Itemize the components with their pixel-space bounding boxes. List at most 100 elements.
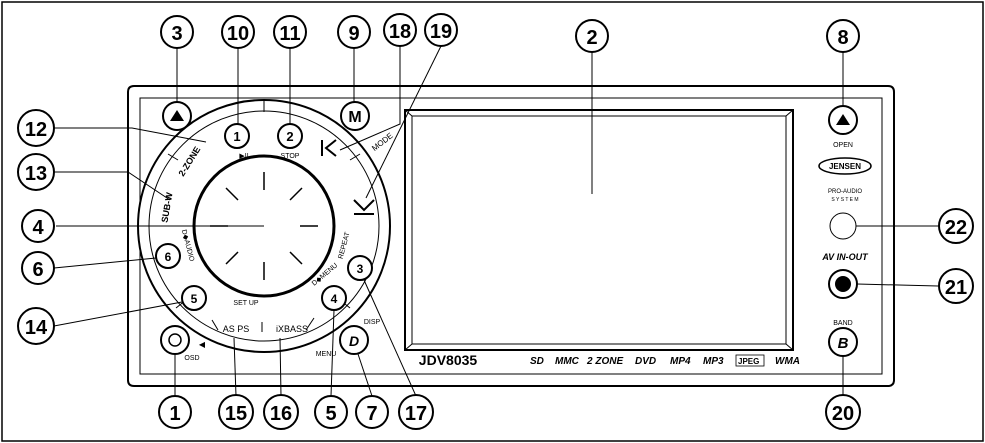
band-key-label: B [838, 335, 849, 352]
svg-text:7: 7 [366, 403, 377, 425]
callout-17: 17 [398, 394, 434, 430]
callout-20: 20 [825, 394, 861, 430]
osd-label: OSD [184, 355, 199, 362]
key-2-label: 2 [286, 129, 293, 144]
av-in-out-label: AV IN-OUT [821, 252, 869, 262]
mode-button[interactable] [340, 101, 370, 131]
ixbass-label: iXBASS [276, 324, 308, 334]
svg-text:1: 1 [169, 403, 180, 425]
callout-15: 15 [218, 394, 254, 430]
format-mp4: MP4 [670, 356, 691, 367]
key-1-play-pause[interactable] [224, 123, 250, 149]
disp-menu-button[interactable] [339, 325, 369, 355]
brand-label: JENSEN [829, 162, 861, 171]
band-label: BAND [833, 320, 852, 327]
faceplate-inner [139, 97, 883, 375]
callout-10: 10 [221, 15, 255, 49]
key-5-label: 5 [191, 292, 198, 306]
screen [404, 109, 794, 351]
format-dvd: DVD [635, 356, 656, 367]
svg-text:19: 19 [430, 21, 452, 43]
key-3-repeat[interactable] [347, 255, 373, 281]
format-mp3: MP3 [703, 356, 724, 367]
key-3-label: 3 [357, 262, 364, 276]
svg-text:13: 13 [25, 163, 47, 185]
leader-lines [53, 45, 939, 397]
svg-text:12: 12 [25, 119, 47, 141]
svg-text:5: 5 [325, 403, 336, 425]
svg-text:9: 9 [348, 23, 359, 45]
disp-icon: D [349, 333, 359, 349]
av-jack-hole [835, 276, 851, 292]
callout-6: 6 [21, 251, 55, 285]
callout-21: 21 [938, 268, 974, 304]
power-icon [168, 333, 182, 347]
jensen-logo [818, 157, 872, 175]
callout-19: 19 [424, 13, 458, 47]
mute-icon: ◀ [199, 340, 206, 349]
model-name: JDV8035 [419, 352, 478, 368]
open-label: OPEN [833, 142, 853, 149]
callout-11: 11 [273, 15, 307, 49]
as-ps-label: AS PS [223, 324, 250, 334]
key-5-setup[interactable] [181, 285, 207, 311]
svg-text:6: 6 [32, 259, 43, 281]
key-1-label: 1 [233, 129, 240, 144]
svg-text:3: 3 [171, 23, 182, 45]
callout-12: 12 [17, 109, 55, 147]
disp-label: DISP [364, 319, 381, 326]
mode-key-label: M [348, 109, 361, 126]
callout-16: 16 [263, 394, 299, 430]
callout-4: 4 [21, 209, 55, 243]
format-mmc: MMC [555, 356, 580, 367]
callout-22: 22 [938, 208, 974, 244]
format-wma: WMA [775, 356, 800, 367]
svg-text:11: 11 [279, 23, 300, 45]
svg-text:14: 14 [25, 317, 48, 339]
format-logos: SD MMC 2 ZONE DVD MP4 MP3 JPEG WMA [530, 354, 800, 367]
svg-text:18: 18 [389, 21, 411, 43]
callouts: 3 10 11 9 18 19 2 8 12 13 4 6 14 1 15 16… [17, 13, 974, 430]
format-2zone: 2 ZONE [586, 356, 623, 367]
power-button[interactable] [160, 325, 190, 355]
svg-text:21: 21 [945, 277, 967, 299]
open-eject-icon [836, 114, 850, 125]
svg-text:17: 17 [405, 403, 427, 425]
pro-audio-sub-label: S Y S T E M [831, 197, 858, 203]
setup-label: SET UP [233, 300, 258, 307]
callout-18: 18 [383, 13, 417, 47]
svg-text:4: 4 [32, 217, 44, 239]
svg-text:10: 10 [227, 23, 249, 45]
svg-text:8: 8 [837, 27, 848, 49]
play-pause-label: ▶II [239, 153, 248, 160]
callout-13: 13 [17, 153, 55, 191]
screen-inner [411, 115, 787, 345]
key-4-label: 4 [331, 292, 338, 306]
callout-5: 5 [314, 395, 348, 429]
previous-track-icon[interactable] [321, 139, 337, 157]
callout-14: 14 [17, 307, 55, 345]
callout-3: 3 [160, 15, 194, 49]
svg-text:15: 15 [225, 403, 247, 425]
svg-text:16: 16 [270, 403, 292, 425]
next-track-icon[interactable] [353, 199, 375, 215]
svg-text:2: 2 [586, 27, 597, 49]
pro-audio-label: PRO-AUDIO [828, 189, 862, 195]
callout-8: 8 [826, 19, 860, 53]
callout-2: 2 [575, 19, 609, 53]
ir-sensor [829, 212, 857, 240]
stop-label: STOP [281, 153, 300, 160]
svg-text:20: 20 [832, 403, 854, 425]
key-6-label: 6 [165, 250, 172, 264]
svg-text:22: 22 [945, 217, 967, 239]
format-jpeg: JPEG [738, 357, 759, 366]
callout-7: 7 [355, 395, 389, 429]
eject-icon [170, 110, 184, 121]
format-sd: SD [530, 356, 544, 367]
callout-1: 1 [158, 395, 192, 429]
key-6-audio[interactable] [155, 243, 181, 269]
menu-label: MENU [316, 351, 337, 358]
